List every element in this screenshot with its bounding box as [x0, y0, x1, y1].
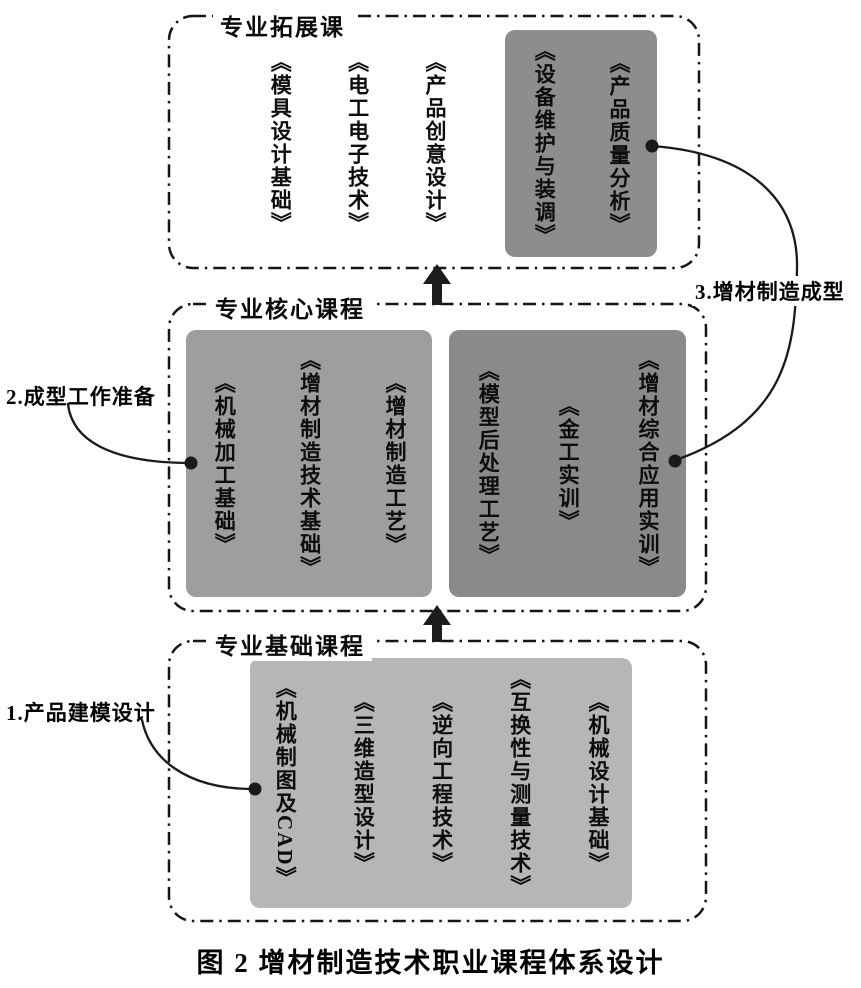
course-item: 《设备维护与装调》: [532, 40, 557, 247]
extension-course-row: 《模具设计基础》 《电工电子技术》 《产品创意设计》: [243, 32, 471, 254]
course-item: 《金工实训》: [556, 394, 581, 533]
course-item: 《机械制图及CAD》: [273, 676, 298, 890]
course-item: 《电工电子技术》: [345, 51, 370, 235]
up-arrow-icon: [423, 605, 451, 642]
course-item: 《产品质量分析》: [607, 51, 631, 236]
annotation-step2: 2.成型工作准备: [6, 385, 156, 409]
course-item: 《机械加工基础》: [212, 371, 237, 556]
course-item: 《增材制造工艺》: [383, 371, 407, 556]
course-item: 《模型后处理工艺》: [476, 360, 501, 567]
section-title-core: 专业核心课程: [208, 290, 372, 324]
course-item: 《互换性与测量技术》: [507, 668, 532, 898]
extension-highlight-box: 《设备维护与装调》 《产品质量分析》: [505, 30, 657, 257]
core-left-box: 《机械加工基础》 《增材制造技术基础》 《增材制造工艺》: [186, 330, 432, 597]
annotation-step3: 3.增材制造成型: [692, 276, 848, 306]
connector-line-step1: [140, 718, 252, 791]
up-arrow-icon: [423, 264, 451, 305]
course-item: 《模具设计基础》: [268, 51, 293, 235]
core-right-box: 《模型后处理工艺》 《金工实训》 《增材综合应用实训》: [449, 330, 686, 597]
course-item: 《三维造型设计》: [351, 691, 376, 875]
annotation-step1: 1.产品建模设计: [6, 701, 156, 725]
section-title-extension: 专业拓展课: [213, 8, 352, 42]
course-item: 《机械设计基础》: [586, 691, 610, 875]
course-item: 《产品创意设计》: [423, 51, 447, 235]
foundation-box: 《机械制图及CAD》 《三维造型设计》 《逆向工程技术》 《互换性与测量技术》 …: [250, 658, 632, 908]
course-item: 《增材制造技术基础》: [297, 348, 322, 579]
course-item: 《逆向工程技术》: [429, 691, 454, 875]
connector-line-step2: [66, 402, 188, 465]
course-item: 《增材综合应用实训》: [636, 348, 660, 579]
figure-caption: 图 2 增材制造技术职业课程体系设计: [196, 948, 665, 978]
section-title-foundation: 专业基础课程: [208, 627, 372, 661]
